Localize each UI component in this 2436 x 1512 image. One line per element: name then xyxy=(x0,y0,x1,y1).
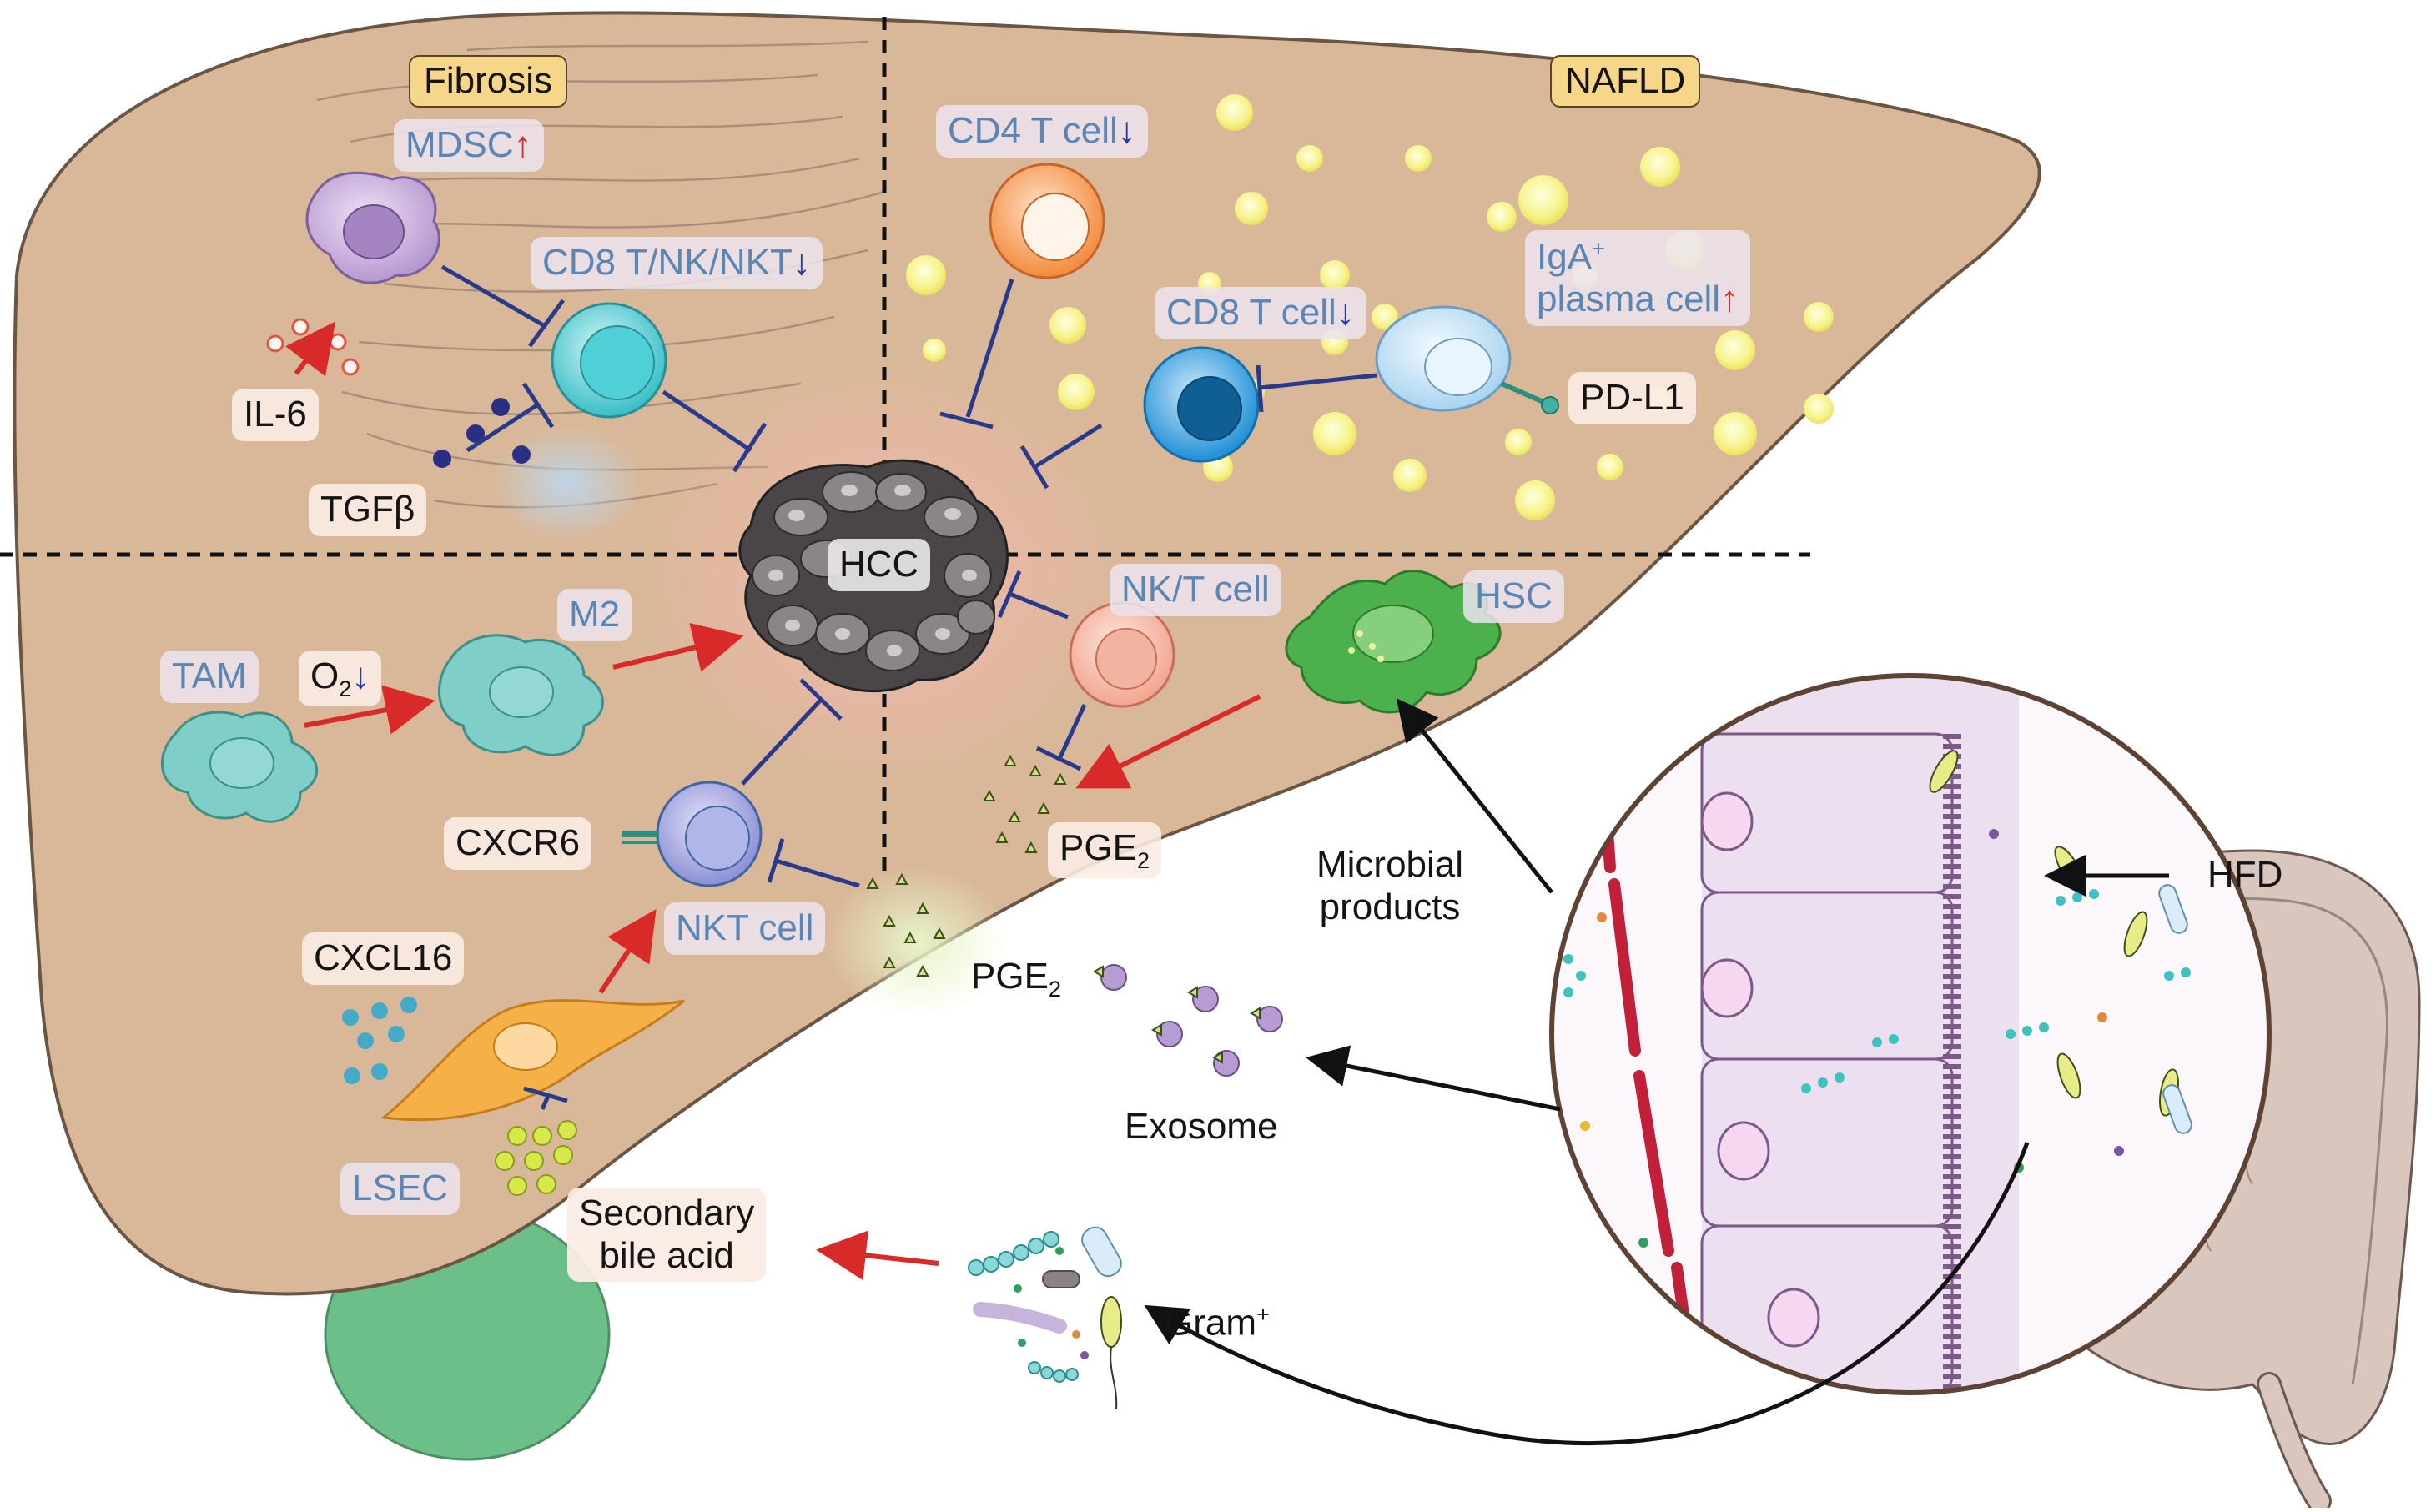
pge2-exosome-label: PGE2 xyxy=(959,951,1073,1007)
tgfb-label: TGFβ xyxy=(309,484,427,536)
nk-t-cell xyxy=(1069,601,1175,708)
hsc-label: HSC xyxy=(1463,570,1564,623)
iga-plasma-cell-label: IgA+ plasma cell↑ xyxy=(1525,230,1751,326)
gram-positive-bacteria xyxy=(968,1226,1122,1410)
tam-text: TAM xyxy=(172,656,247,696)
products-text: products xyxy=(1319,886,1461,927)
hcc-tumor xyxy=(738,459,1009,693)
lsec-cell xyxy=(380,999,685,1122)
cxcr6-text: CXCR6 xyxy=(455,822,581,863)
cd8-t-cell xyxy=(1143,346,1260,463)
decrease-arrow-icon: ↓ xyxy=(1117,110,1136,151)
tgfb-text: TGFβ xyxy=(320,489,415,530)
cxcr6-label: CXCR6 xyxy=(444,817,592,870)
pge-subscript: 2 xyxy=(1136,846,1150,873)
cd4-t-cell xyxy=(989,163,1105,279)
cd4-t-cell-text: CD4 T cell xyxy=(948,110,1118,151)
m2-cell xyxy=(438,634,604,756)
bile-acid-particles xyxy=(495,1120,577,1196)
hcc-text: HCC xyxy=(839,544,919,585)
nkt-cell-text: NKT cell xyxy=(676,907,814,948)
hsc-text: HSC xyxy=(1475,575,1553,616)
iga-line: IgA+ xyxy=(1537,235,1739,279)
cd8-nk-nkt-text: CD8 T/NK/NKT xyxy=(542,242,793,283)
lsec-label: LSEC xyxy=(340,1163,460,1215)
il6-text: IL-6 xyxy=(244,394,307,435)
pdl1-text: PD-L1 xyxy=(1580,377,1684,418)
hfd-label: HFD xyxy=(2196,849,2294,902)
secondary-text: Secondary xyxy=(579,1193,755,1233)
tam-cell xyxy=(161,711,319,823)
increase-arrow-icon: ↑ xyxy=(1720,279,1739,320)
hsc-cell xyxy=(1285,569,1502,714)
gram-superscript: + xyxy=(1256,1301,1270,1327)
tgfb-particles xyxy=(433,398,531,468)
mdsc-cell xyxy=(305,171,440,284)
iga-plasma-cell xyxy=(1375,305,1559,414)
black-arrows xyxy=(1144,698,2169,1445)
gram-positive-label: Gram+ xyxy=(1153,1296,1281,1349)
exosomes xyxy=(1093,964,1283,1077)
nkt-cell xyxy=(622,781,763,887)
increase-arrow-icon: ↑ xyxy=(513,124,532,165)
lipid-droplets xyxy=(906,94,1834,520)
gram-text: Gram xyxy=(1165,1302,1256,1344)
cxcl16-particles xyxy=(342,997,417,1084)
mdsc-label: MDSC↑ xyxy=(394,119,544,172)
pge2-triangles xyxy=(866,754,1067,977)
pge-subscript: 2 xyxy=(1048,975,1062,1002)
nkt-cell-label: NKT cell xyxy=(664,902,826,955)
cxcl16-label: CXCL16 xyxy=(302,932,465,985)
o2-label: O2↓ xyxy=(299,651,382,707)
cd8-nk-nkt-cell xyxy=(551,302,667,419)
m2-text: M2 xyxy=(569,594,621,635)
exosome-label: Exosome xyxy=(1113,1101,1289,1153)
decrease-arrow-icon: ↓ xyxy=(1336,292,1355,333)
decrease-arrow-icon: ↓ xyxy=(351,656,370,696)
tam-label: TAM xyxy=(160,651,259,703)
fibrosis-text: Fibrosis xyxy=(424,60,553,101)
nafld-text: NAFLD xyxy=(1565,60,1686,101)
nk-t-cell-label: NK/T cell xyxy=(1110,564,1281,616)
lsec-text: LSEC xyxy=(352,1168,448,1208)
iga-text: IgA xyxy=(1537,236,1593,278)
plasma-cell-text: plasma cell xyxy=(1537,279,1721,320)
o2-subscript: 2 xyxy=(339,675,352,701)
hcc-label: HCC xyxy=(828,539,931,591)
pge-text: PGE xyxy=(971,956,1049,997)
il6-label: IL-6 xyxy=(232,389,319,441)
cd8-t-cell-label: CD8 T cell↓ xyxy=(1155,287,1366,339)
cd8-t-cell-text: CD8 T cell xyxy=(1166,292,1336,333)
nafld-quadrant-label: NAFLD xyxy=(1550,55,1701,108)
pge2-glow xyxy=(826,867,1009,1017)
il6-particles xyxy=(266,318,360,376)
mdsc-text: MDSC xyxy=(405,124,514,165)
iga-superscript: + xyxy=(1592,235,1605,261)
inhibition-lines xyxy=(440,264,1377,1111)
pge-text: PGE xyxy=(1059,827,1137,868)
fibrosis-glow xyxy=(492,425,642,542)
pdl1-label: PD-L1 xyxy=(1568,372,1696,424)
fibrosis-quadrant-label: Fibrosis xyxy=(409,55,568,108)
hfd-text: HFD xyxy=(2207,854,2283,895)
cd8-nk-nkt-label: CD8 T/NK/NKT↓ xyxy=(531,237,823,289)
o2-text: O xyxy=(310,656,340,696)
microbial-text: Microbial xyxy=(1316,844,1464,885)
bile-acid-text: bile acid xyxy=(599,1234,734,1276)
nk-t-cell-text: NK/T cell xyxy=(1121,569,1270,610)
exosome-text: Exosome xyxy=(1125,1106,1278,1147)
gut-magnification xyxy=(1549,673,2272,1395)
cd4-t-cell-label: CD4 T cell↓ xyxy=(936,105,1148,158)
pge2-liver-label: PGE2 xyxy=(1048,822,1162,879)
activation-arrows xyxy=(285,321,1261,1281)
cxcl16-text: CXCL16 xyxy=(314,937,453,978)
secondary-bile-acid-label: Secondary bile acid xyxy=(567,1188,767,1283)
microbial-products-label: Microbial products xyxy=(1305,839,1475,933)
decrease-arrow-icon: ↓ xyxy=(792,242,811,283)
m2-label: M2 xyxy=(557,589,632,641)
